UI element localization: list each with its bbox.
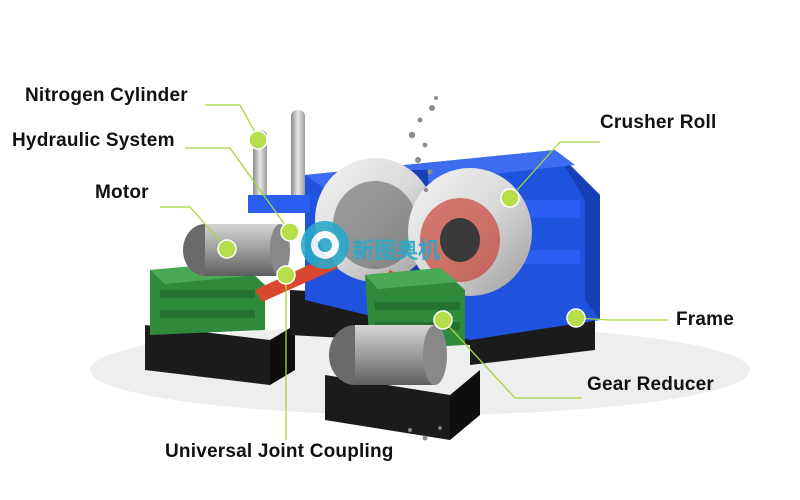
label-crusher-roll: Crusher Roll	[600, 112, 717, 133]
dot-hydraulic-system	[280, 222, 300, 242]
callout-dots	[217, 130, 586, 330]
dot-universal-joint	[276, 265, 296, 285]
watermark-logo	[301, 221, 349, 269]
leader-nitrogen-cylinder	[205, 104, 259, 139]
falling-particles	[408, 96, 442, 441]
dot-crusher-roll	[500, 188, 520, 208]
label-nitrogen-cylinder: Nitrogen Cylinder	[25, 85, 188, 106]
nitrogen-cylinders	[248, 110, 310, 213]
front-motor	[329, 325, 447, 385]
label-hydraulic-system: Hydraulic System	[12, 130, 175, 151]
watermark-text: 新图奥机	[352, 239, 441, 264]
dot-frame	[566, 308, 586, 328]
label-universal-joint-coupling: Universal Joint Coupling	[165, 441, 394, 462]
label-gear-reducer: Gear Reducer	[587, 374, 715, 395]
dot-gear-reducer	[433, 310, 453, 330]
leader-crusher-roll	[509, 141, 600, 199]
leader-frame	[575, 317, 668, 321]
label-motor: Motor	[95, 182, 149, 203]
leader-lines	[160, 104, 668, 440]
dot-motor	[217, 239, 237, 259]
dot-nitrogen-cylinder	[248, 130, 268, 150]
leader-gear-reducer	[442, 319, 582, 399]
leader-motor	[160, 206, 228, 250]
leader-hydraulic-system	[185, 147, 291, 233]
label-frame: Frame	[676, 309, 735, 330]
